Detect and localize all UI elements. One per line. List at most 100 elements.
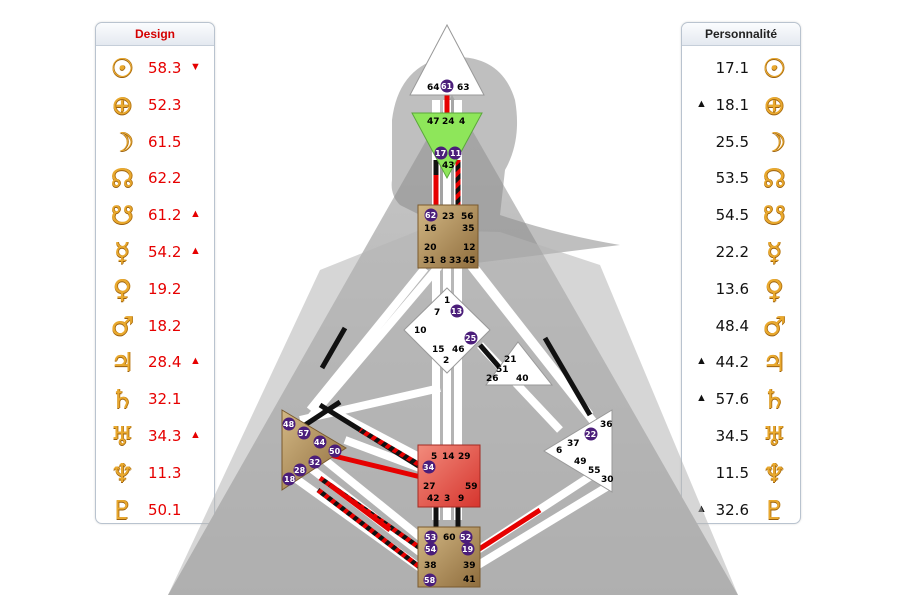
gate-label: 64 bbox=[427, 83, 440, 93]
design-value: 32.1 bbox=[148, 390, 182, 409]
design-value: 61.5 bbox=[148, 132, 182, 151]
gate-label: 28 bbox=[294, 466, 306, 475]
gate-label: 29 bbox=[458, 452, 471, 462]
design-value: 11.3 bbox=[148, 463, 182, 482]
saturn-icon: ♄ bbox=[762, 385, 786, 416]
gate-label: 48 bbox=[283, 420, 295, 429]
design-value: 54.2 bbox=[148, 243, 182, 261]
gate-label: 1 bbox=[444, 296, 450, 306]
personality-row: ♆11.5 bbox=[682, 456, 800, 492]
gate-label: 60 bbox=[443, 533, 456, 543]
gate-label: 26 bbox=[486, 374, 499, 384]
personality-value: 25.5 bbox=[715, 132, 749, 151]
arrow-up-icon: ▲ bbox=[190, 208, 201, 221]
gate-label: 9 bbox=[458, 494, 464, 504]
gate-label: 21 bbox=[504, 355, 517, 365]
gate-label: 34 bbox=[423, 463, 435, 472]
personality-row: ♇32.6▲ bbox=[682, 493, 800, 529]
gate-label: 39 bbox=[463, 561, 476, 571]
heart-center bbox=[485, 341, 554, 386]
gate-label: 12 bbox=[463, 243, 476, 253]
gate-label: 20 bbox=[424, 243, 437, 253]
jupiter-icon: ♃ bbox=[110, 348, 134, 379]
design-row: ☉58.3▼ bbox=[96, 51, 214, 87]
earth-icon: ⊕ bbox=[763, 90, 785, 121]
neptune-icon: ♆ bbox=[762, 458, 786, 489]
design-value: 34.3 bbox=[148, 427, 182, 445]
design-value: 62.2 bbox=[148, 169, 182, 188]
design-value: 50.1 bbox=[148, 500, 182, 519]
personality-row: ☉17.1 bbox=[682, 51, 800, 87]
personality-value: 54.5 bbox=[715, 206, 749, 225]
personality-value: 22.2 bbox=[715, 243, 749, 261]
pluto-icon: ♇ bbox=[110, 495, 134, 526]
gate-label: 31 bbox=[423, 256, 436, 266]
personality-row: ☊ 53.5 bbox=[682, 161, 800, 197]
personality-row: ⊕ 18.1 ▲ bbox=[682, 88, 800, 124]
design-panel-title: Design bbox=[96, 23, 214, 46]
pluto-icon: ♇ bbox=[762, 495, 786, 526]
gate-label: 42 bbox=[427, 494, 440, 504]
design-row: ♄ 32.1 bbox=[96, 382, 214, 418]
gate-label: 36 bbox=[600, 420, 613, 430]
gate-label: 24 bbox=[442, 117, 455, 127]
north-node-icon: ☊ bbox=[762, 164, 786, 195]
design-row: ♃28.4▲ bbox=[96, 345, 214, 381]
sun-icon: ☉ bbox=[110, 54, 134, 84]
gate-label: 33 bbox=[449, 256, 462, 266]
gate-label: 14 bbox=[442, 452, 455, 462]
gate-label: 44 bbox=[314, 438, 326, 447]
personality-row: ♀13.6 bbox=[682, 272, 800, 308]
gate-label: 51 bbox=[496, 365, 509, 375]
design-panel: Design ☉58.3▼⊕52.3☽61.5☊62.2☋61.2▲☿54.2▲… bbox=[95, 22, 215, 526]
personality-value: 53.5 bbox=[715, 169, 749, 188]
personality-panel: Personnalité ☉17.1⊕18.1▲☽25.5☊53.5☋54.5☿… bbox=[681, 22, 801, 525]
gate-label: 2 bbox=[443, 356, 449, 366]
design-row: ☊62.2 bbox=[96, 161, 214, 197]
gate-marker-active bbox=[440, 79, 454, 93]
neptune-icon: ♆ bbox=[110, 458, 134, 489]
saturn-icon: ♄ bbox=[110, 385, 134, 416]
personality-value: 48.4 bbox=[715, 316, 749, 335]
design-row: ☽ 61.5 bbox=[96, 125, 214, 161]
jupiter-icon: ♃ bbox=[762, 348, 786, 379]
gate-label: 11 bbox=[450, 149, 462, 158]
south-node-icon: ☋ bbox=[762, 201, 786, 232]
gate-label: 57 bbox=[298, 429, 309, 438]
arrow-down-icon: ▼ bbox=[190, 61, 201, 73]
design-row: ♀19.2 bbox=[96, 272, 214, 308]
personality-value: 44.2 bbox=[715, 353, 749, 372]
gate-label: 22 bbox=[585, 430, 596, 439]
design-row: ☋61.2▲ bbox=[96, 198, 214, 234]
ajna-center bbox=[411, 112, 483, 180]
gate-label: 5 bbox=[431, 452, 437, 462]
personality-row: ♅34.5 bbox=[682, 419, 800, 455]
design-row: ♆ 11.3 bbox=[96, 456, 214, 492]
personality-value: 18.1 bbox=[715, 95, 749, 114]
personality-value: 57.6 bbox=[715, 390, 749, 409]
gate-label: 13 bbox=[451, 307, 462, 316]
gate-label: 7 bbox=[434, 308, 440, 318]
gate-label: 15 bbox=[432, 345, 445, 355]
personality-value: 32.6 bbox=[715, 500, 749, 519]
personality-row: ☿22.2 bbox=[682, 235, 800, 271]
arrow-up-icon: ▲ bbox=[696, 97, 707, 110]
earth-icon: ⊕ bbox=[111, 90, 133, 121]
personality-row: ♂48.4 bbox=[682, 309, 800, 345]
gate-label: 46 bbox=[452, 345, 465, 355]
gate-label: 52 bbox=[460, 533, 471, 542]
arrow-up-icon: ▲ bbox=[696, 392, 707, 405]
gate-label: 58 bbox=[424, 576, 436, 585]
design-value: 28.4 bbox=[148, 353, 182, 372]
south-node-icon: ☋ bbox=[110, 201, 134, 232]
personality-panel-title: Personnalité bbox=[682, 23, 800, 46]
gate-label: 16 bbox=[424, 224, 437, 234]
design-value: 19.2 bbox=[148, 279, 182, 298]
gate-label: 40 bbox=[516, 374, 529, 384]
sacral-center bbox=[417, 444, 481, 508]
personality-value: 34.5 bbox=[715, 427, 749, 445]
moon-icon: ☽ bbox=[110, 127, 134, 158]
gate-label: 30 bbox=[601, 475, 614, 485]
mars-icon: ♂ bbox=[110, 311, 134, 342]
